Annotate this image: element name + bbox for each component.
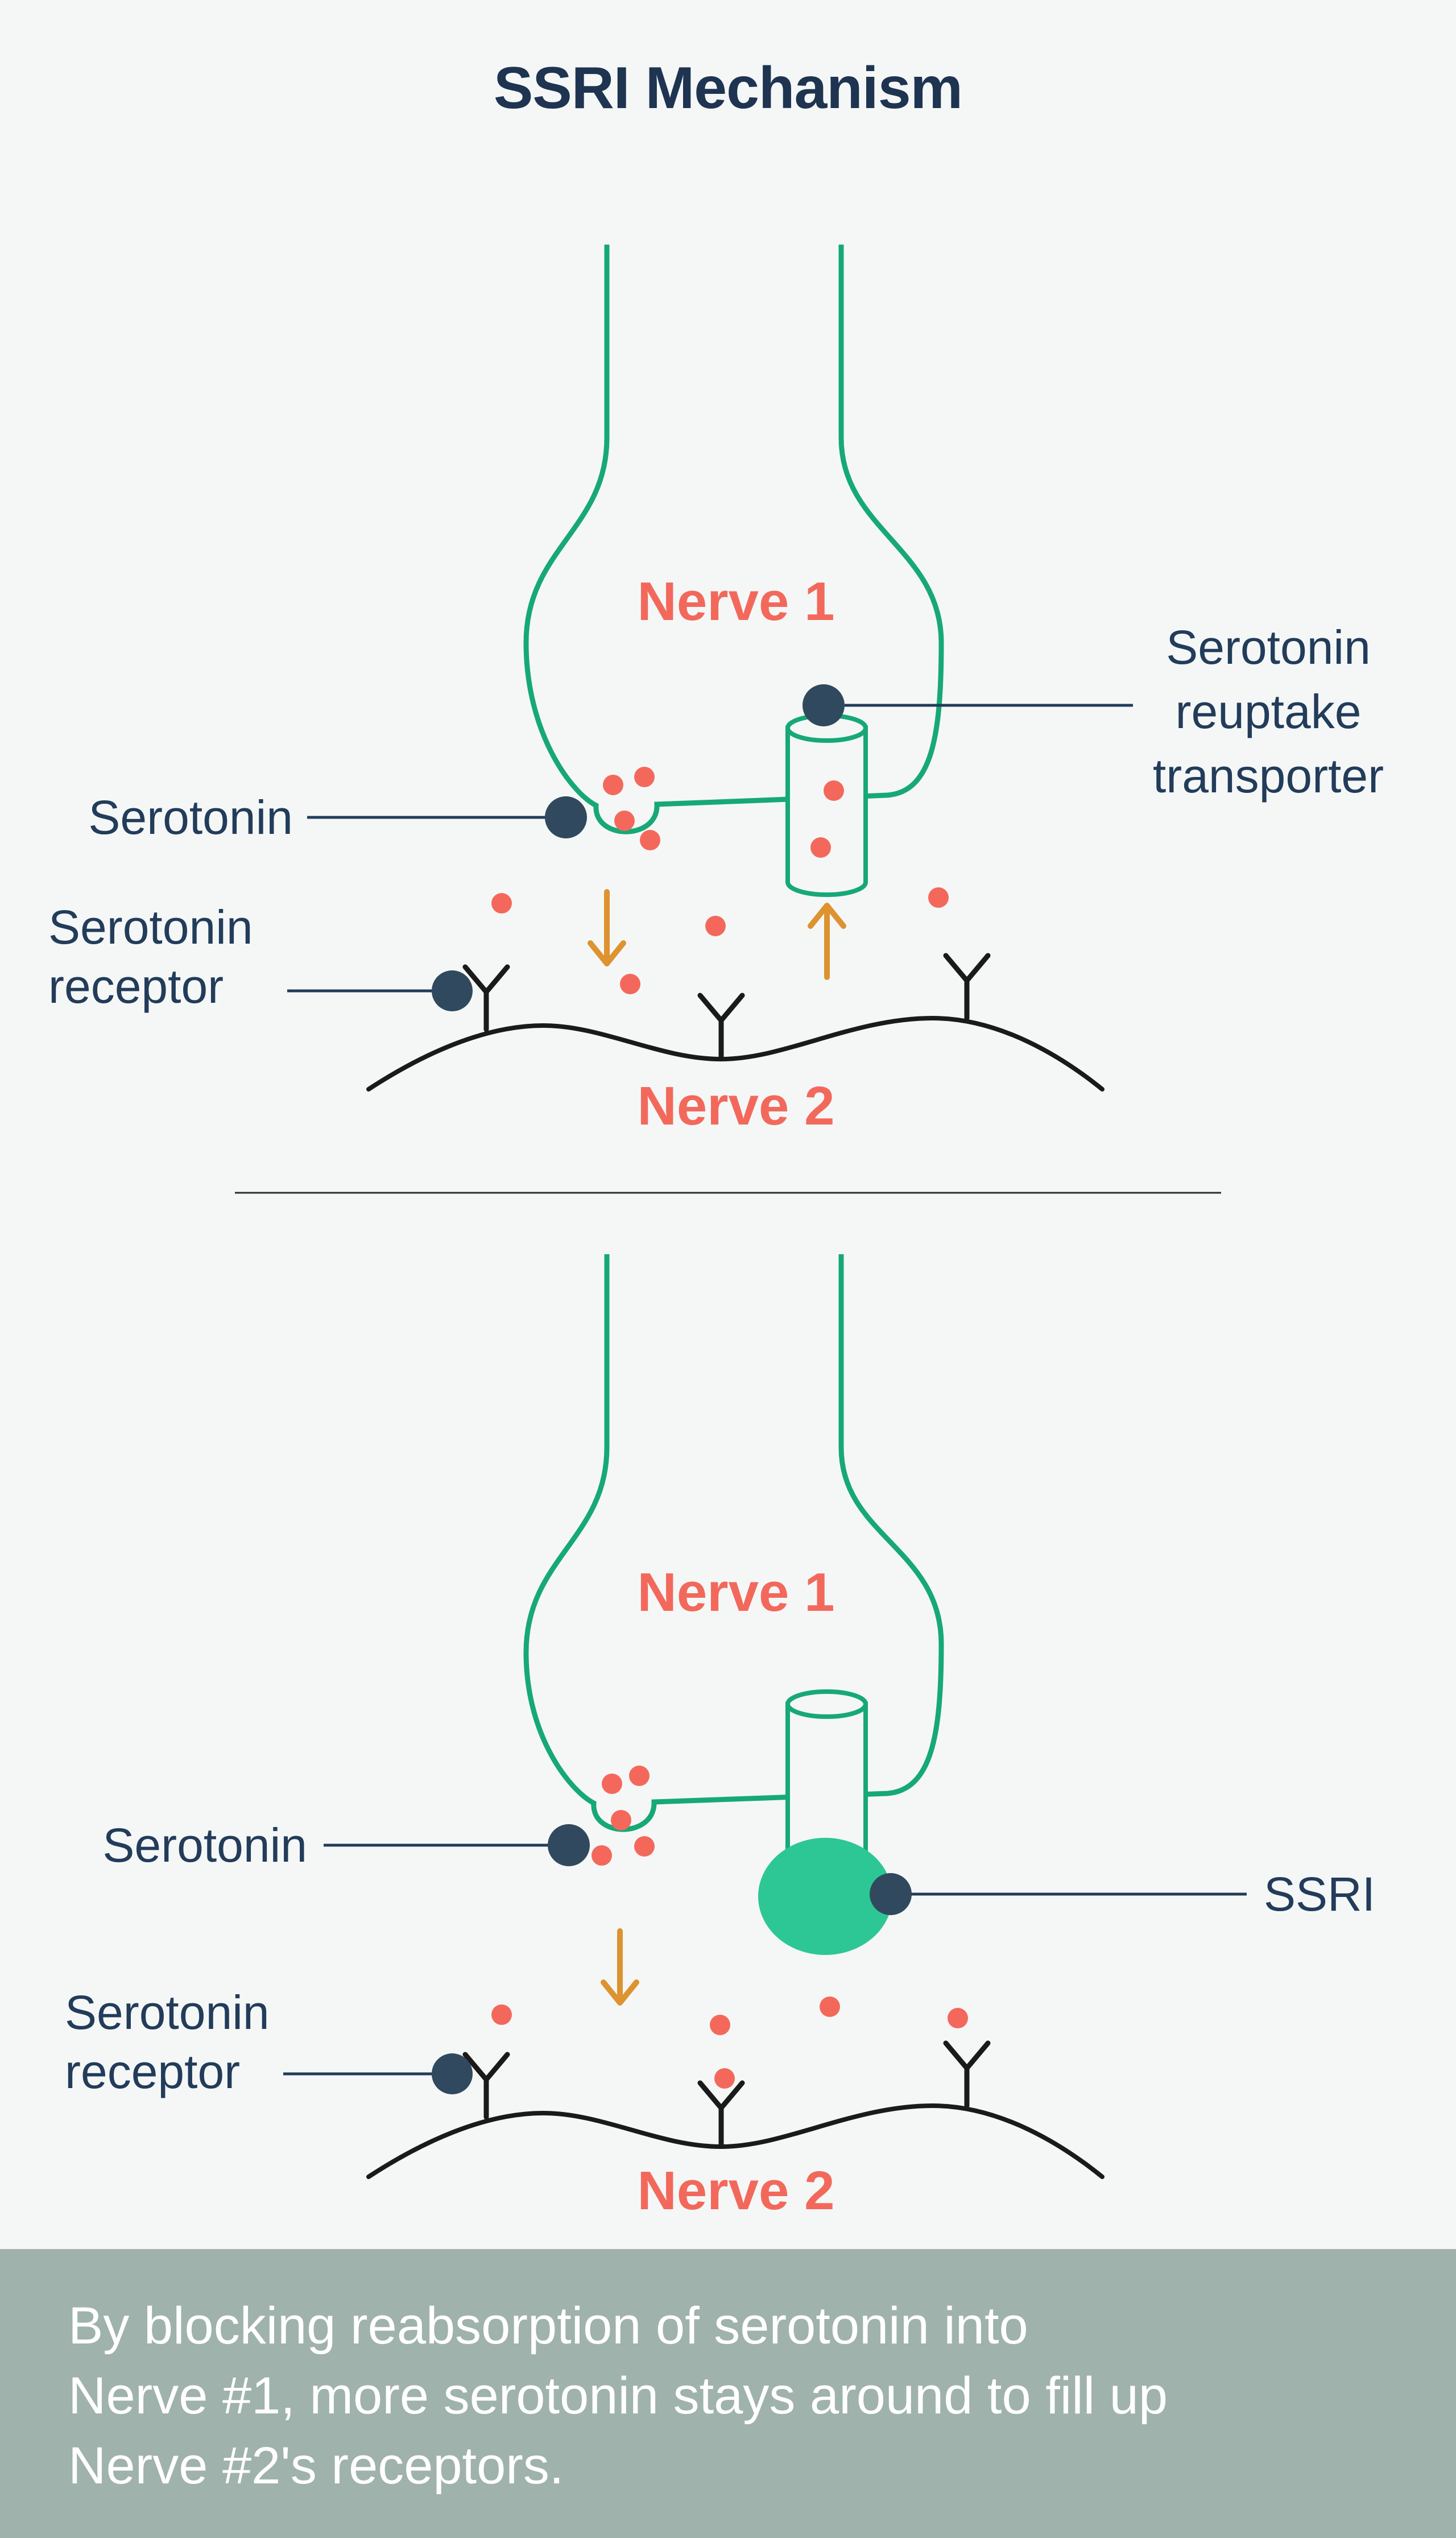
serotonin-molecule <box>640 830 660 850</box>
page-title: SSRI Mechanism <box>493 55 963 121</box>
p2-serotonin-label: Serotonin <box>102 1818 307 1872</box>
serotonin-molecule <box>948 2008 968 2028</box>
p1-transporter-marker-dot <box>803 684 845 726</box>
p2-nerve1-terminal-outline <box>523 1254 944 1832</box>
p1-receptor-marker-dot <box>432 970 473 1011</box>
p2-receptor-marker-dot <box>432 2053 473 2094</box>
serotonin-molecule <box>634 767 655 787</box>
p1-serotonin-molecules <box>491 767 949 994</box>
p2-serotonin-molecules <box>491 1766 968 2089</box>
p2-receptor-label-line2: receptor <box>65 2045 241 2098</box>
p2-receptor-label-line1: Serotonin <box>65 1986 270 2039</box>
serotonin-molecule <box>820 1996 840 2017</box>
p2-nerve1-label: Nerve 1 <box>637 1562 835 1623</box>
serotonin-molecule <box>629 1766 650 1786</box>
serotonin-molecule <box>491 2004 512 2025</box>
serotonin-molecule <box>634 1836 655 1857</box>
serotonin-molecule <box>928 887 949 908</box>
p2-receptor-y-3 <box>943 2040 991 2109</box>
p1-transporter-label-line3: transporter <box>1152 749 1384 803</box>
serotonin-molecule <box>614 811 635 831</box>
p2-receptor-y-2 <box>697 2080 745 2148</box>
footer-line-1: By blocking reabsorption of serotonin in… <box>68 2297 1028 2355</box>
p2-ssri-marker-dot <box>870 1873 912 1915</box>
serotonin-molecule <box>824 780 844 801</box>
footer-line-3: Nerve #2's receptors. <box>68 2437 564 2495</box>
p1-transporter-label-line2: reuptake <box>1175 685 1362 738</box>
serotonin-molecule <box>611 1810 631 1830</box>
p1-transporter-cylinder-body <box>785 726 868 897</box>
p1-reuptake-transporter-label: Serotonin reuptake transporter <box>1138 615 1399 808</box>
p2-serotonin-receptor-label: Serotonin receptor <box>65 1983 270 2101</box>
p1-transporter-label-line1: Serotonin <box>1166 621 1371 674</box>
p1-receptor-y-1 <box>462 964 510 1032</box>
p1-serotonin-marker-dot <box>545 796 587 838</box>
footer-line-2: Nerve #1, more serotonin stays around to… <box>68 2367 1168 2425</box>
p1-receptor-label-line1: Serotonin <box>48 900 253 954</box>
p1-receptor-y-2 <box>697 993 745 1061</box>
p1-nerve1-label: Nerve 1 <box>637 571 835 632</box>
p2-receptor-y-1 <box>462 2052 510 2120</box>
footer-caption-band: By blocking reabsorption of serotonin in… <box>0 2249 1456 2538</box>
serotonin-molecule <box>602 1774 622 1794</box>
p1-nerve2-label: Nerve 2 <box>637 1076 835 1136</box>
serotonin-molecule <box>714 2068 735 2089</box>
serotonin-molecule <box>592 1845 612 1866</box>
serotonin-molecule <box>491 893 512 913</box>
p1-serotonin-receptor-label: Serotonin receptor <box>48 898 253 1016</box>
p1-nerve1-terminal-outline <box>523 245 944 834</box>
p2-ssri-label: SSRI <box>1264 1867 1376 1921</box>
p1-serotonin-label: Serotonin <box>88 791 293 844</box>
serotonin-molecule <box>603 775 623 795</box>
p2-transporter-cylinder-rim <box>785 1689 868 1719</box>
p1-reuptake-arrow-up <box>808 903 846 980</box>
serotonin-molecule <box>710 2015 730 2035</box>
p1-receptor-label-line2: receptor <box>48 960 224 1013</box>
p2-ssri-molecule <box>758 1838 892 1955</box>
p2-release-arrow-down <box>601 1928 639 2006</box>
p2-nerve2-label: Nerve 2 <box>637 2160 835 2221</box>
serotonin-molecule <box>620 974 640 994</box>
serotonin-molecule <box>705 916 726 936</box>
p1-receptor-y-3 <box>943 953 991 1021</box>
p2-serotonin-marker-dot <box>548 1824 590 1866</box>
p1-release-arrow-down <box>588 889 626 966</box>
serotonin-molecule <box>810 837 831 858</box>
